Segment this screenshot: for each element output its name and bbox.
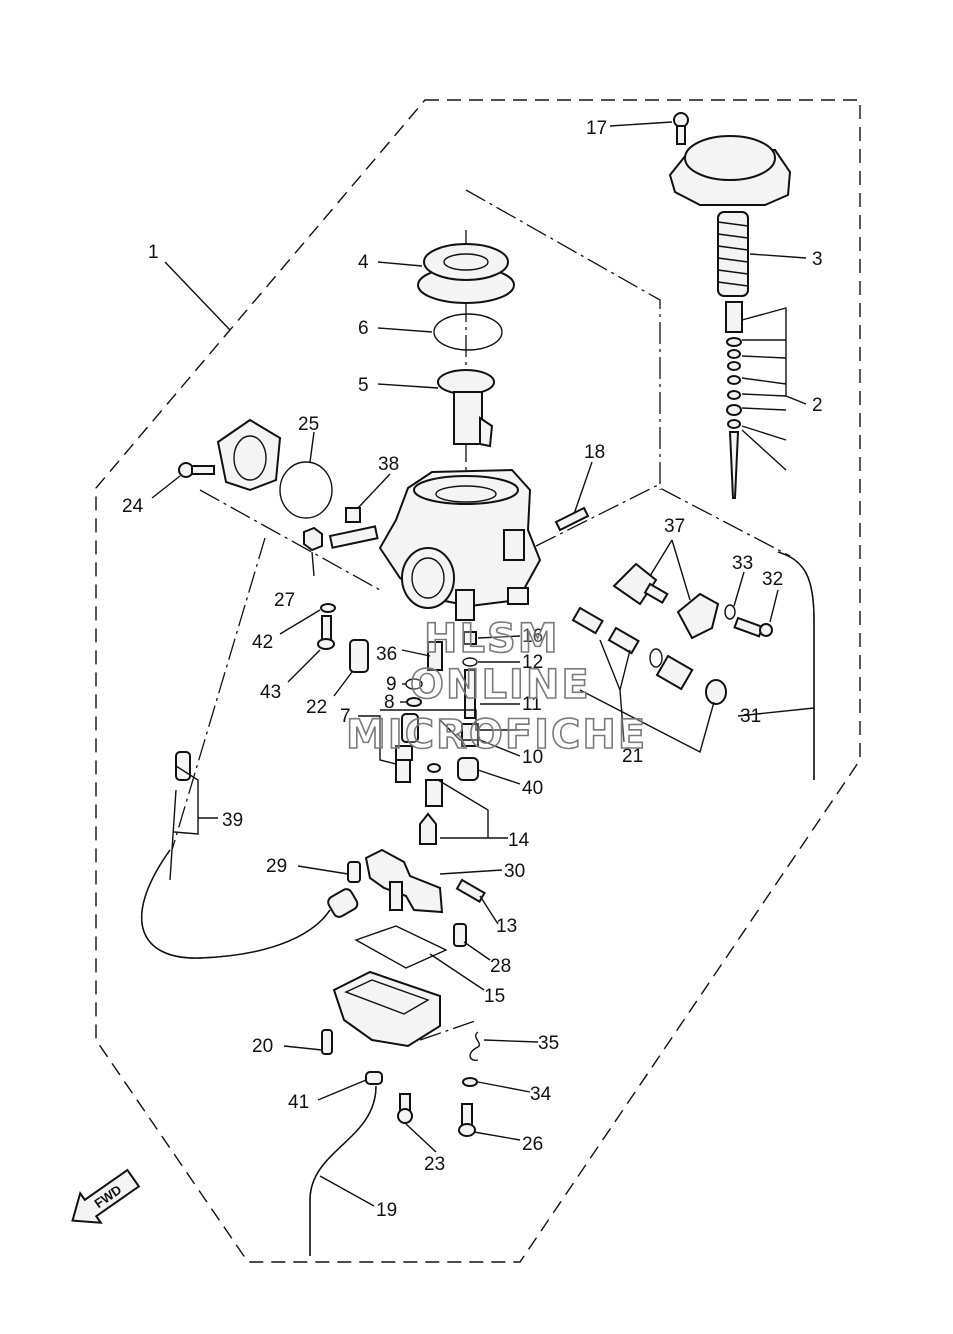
callout-7: 7: [340, 706, 351, 727]
needle-valve: [419, 763, 443, 845]
float-bowl: [332, 970, 441, 1048]
callout-2: 2: [812, 395, 823, 416]
bowl-screw: [321, 1029, 333, 1055]
vent-hose-right: [777, 551, 815, 780]
callout-21: 21: [622, 746, 643, 767]
callout-30: 30: [504, 861, 525, 882]
bottom-screw: [458, 1103, 476, 1137]
insulator-gasket: [216, 418, 282, 492]
mounting-bolt: [178, 462, 215, 478]
float: [364, 848, 444, 914]
callout-17: 17: [586, 118, 607, 139]
reference-line-left: [171, 537, 266, 851]
callout-42: 42: [252, 632, 273, 653]
main-nozzle-cup: [457, 757, 479, 781]
insulator-o-ring: [279, 461, 333, 519]
throttle-stop-screw: [554, 506, 590, 532]
callout-11: 11: [522, 694, 542, 715]
needle-spring: [717, 211, 749, 297]
callout-12: 12: [522, 652, 543, 673]
callout-39: 39: [222, 810, 243, 831]
starter-plunger: [395, 713, 419, 783]
callout-38: 38: [378, 454, 399, 475]
washer-small: [320, 603, 336, 613]
pump-piston-set: [571, 606, 727, 705]
watermark-line-3: MICROFICHE: [346, 712, 647, 758]
idle-screw: [345, 507, 361, 523]
callout-5: 5: [358, 375, 369, 396]
callout-10: 10: [522, 747, 543, 768]
diaphragm-cap: [417, 243, 515, 304]
callout-43: 43: [260, 682, 281, 703]
throttle-cable: [141, 751, 359, 959]
float-pin: [455, 878, 486, 904]
callout-25: 25: [298, 414, 319, 435]
callout-31: 31: [740, 706, 761, 727]
reference-line-top: [465, 189, 661, 490]
callout-14: 14: [508, 830, 530, 851]
callout-13: 13: [496, 916, 517, 937]
float-screw: [347, 861, 361, 883]
callout-33: 33: [732, 553, 753, 574]
callout-8: 8: [384, 692, 395, 713]
carburetor-body: [328, 468, 542, 621]
float-bowl-screw: [453, 923, 467, 947]
piston-valve: [437, 369, 495, 448]
callout-40: 40: [522, 778, 543, 799]
pilot-screw: [317, 615, 335, 650]
callout-18: 18: [584, 442, 605, 463]
float-bowl-gasket: [354, 925, 448, 969]
hose-clamp: [365, 1071, 383, 1085]
callout-3: 3: [812, 249, 823, 270]
callout-9: 9: [386, 674, 397, 695]
callout-22: 22: [306, 697, 327, 718]
accelerator-cover: [612, 562, 669, 606]
assembly-boundary: [95, 99, 861, 1263]
callout-41: 41: [288, 1092, 309, 1113]
callout-23: 23: [424, 1154, 445, 1175]
watermark: HLSM ONLINE MICROFICHE: [345, 615, 647, 759]
drain-hose: [309, 1085, 377, 1256]
drain-screw: [397, 1093, 413, 1124]
callout-32: 32: [762, 569, 783, 590]
callout-26: 26: [522, 1134, 543, 1155]
callout-1: 1: [148, 242, 159, 263]
watermark-line-2: ONLINE: [410, 662, 591, 708]
callout-6: 6: [358, 318, 369, 339]
callout-4: 4: [358, 252, 369, 273]
callout-20: 20: [252, 1036, 273, 1057]
fwd-arrow-shape: [71, 1168, 141, 1224]
reference-line-right: [535, 485, 791, 557]
callout-16: 16: [522, 626, 543, 647]
callout-15: 15: [484, 986, 505, 1007]
callout-35: 35: [538, 1033, 559, 1054]
callout-19: 19: [376, 1200, 397, 1221]
callout-29: 29: [266, 856, 287, 877]
reference-line-bowl: [419, 1019, 479, 1041]
callout-37: 37: [664, 516, 685, 537]
callout-labels: 1 2 3 4 5 6 7 8 9 10 11 12 13 14 15 16 1…: [122, 118, 823, 1221]
watermark-line-1: HLSM: [424, 616, 560, 662]
pump-screw: [733, 616, 773, 638]
callout-34: 34: [530, 1084, 552, 1105]
fwd-arrow: FWD: [71, 1168, 141, 1224]
spring-clip: [469, 1031, 481, 1062]
washer-bottom: [462, 1077, 478, 1087]
callout-27: 27: [274, 590, 295, 611]
jet-needle-set: [725, 301, 743, 499]
pump-o-ring: [724, 604, 736, 620]
callout-28: 28: [490, 956, 511, 977]
plunger-washer: [406, 697, 422, 707]
leader-lines: [151, 121, 815, 1207]
callout-36: 36: [376, 644, 397, 665]
callout-24: 24: [122, 496, 144, 517]
top-cover: [668, 135, 792, 206]
accelerator-pump-housing: [676, 592, 720, 640]
nut: [303, 526, 323, 552]
plug-cylinder: [349, 639, 369, 673]
top-cover-screw: [673, 112, 689, 145]
o-ring-large: [433, 313, 503, 351]
